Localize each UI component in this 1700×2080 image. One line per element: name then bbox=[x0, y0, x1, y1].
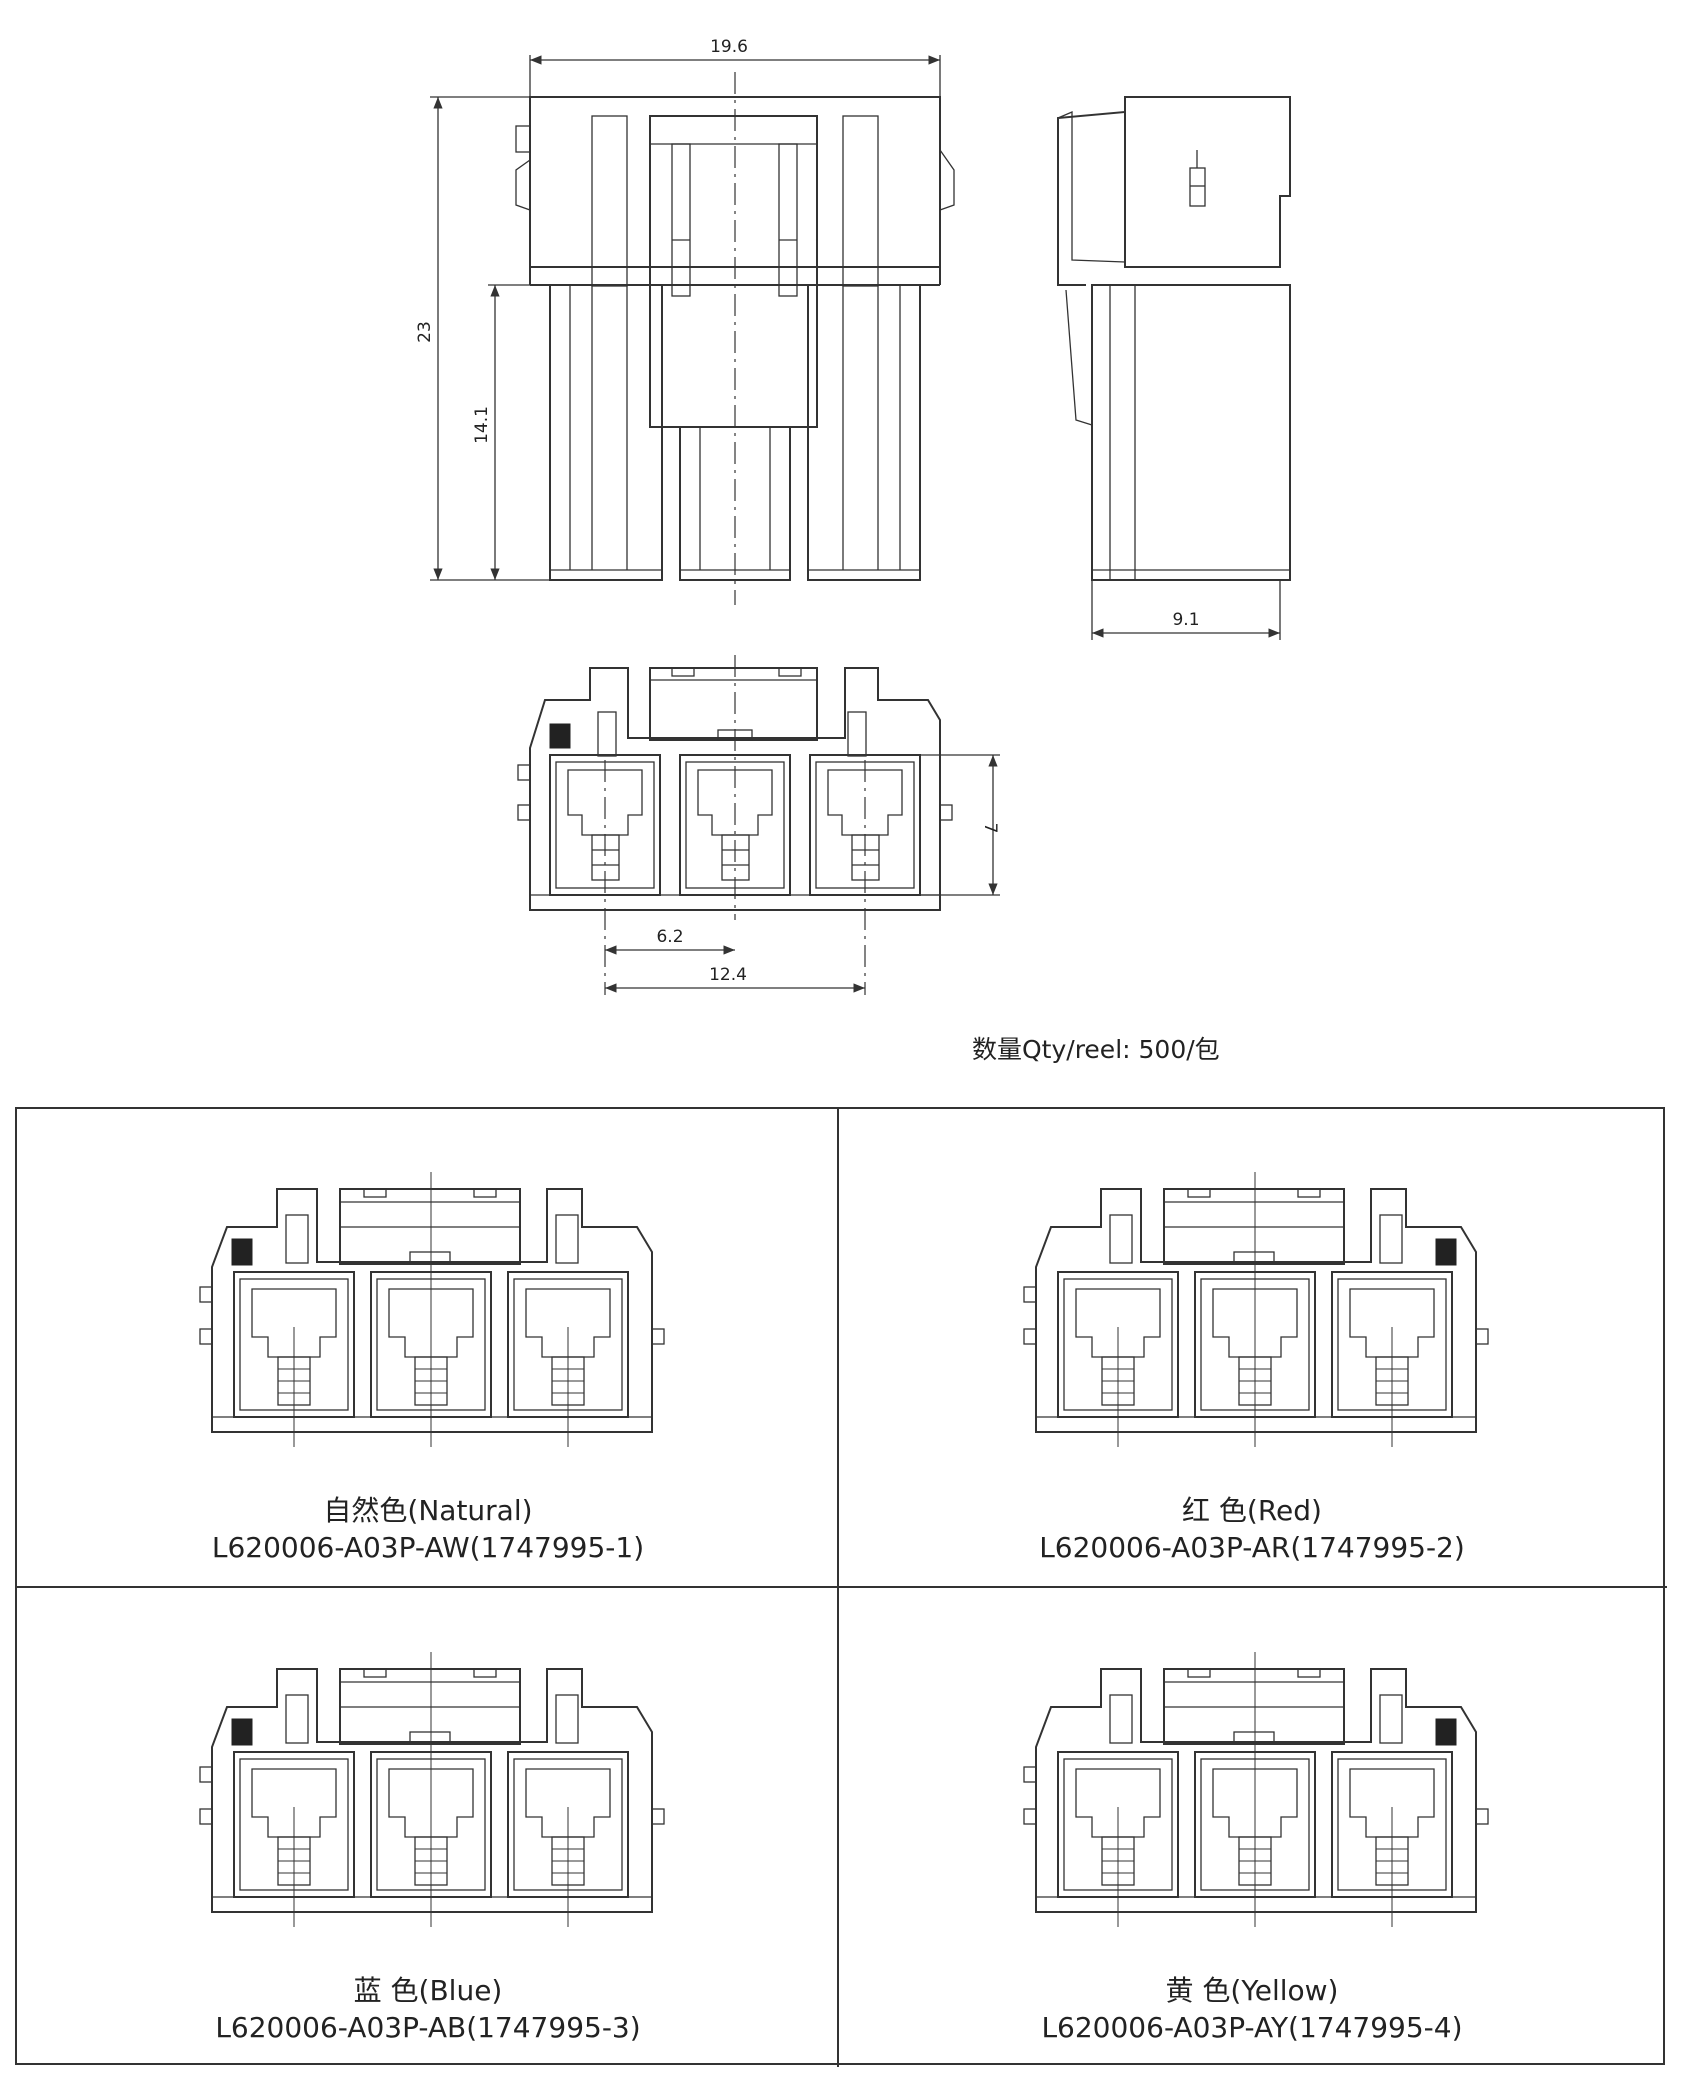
terminal-slot bbox=[1075, 1768, 1161, 1838]
side-bump bbox=[1475, 1328, 1489, 1345]
side-bump bbox=[1023, 1766, 1037, 1783]
latch-notch bbox=[409, 1731, 451, 1743]
side-bump bbox=[651, 1328, 665, 1345]
post bbox=[1379, 1214, 1403, 1264]
post bbox=[1109, 1694, 1133, 1744]
side-bump bbox=[199, 1808, 213, 1825]
housing-outline bbox=[211, 1188, 653, 1433]
terminal-slot bbox=[1349, 1288, 1435, 1358]
technical-drawing: 19.6 23 14.1 9.1 bbox=[415, 37, 1291, 995]
polarity-mark bbox=[231, 1718, 253, 1746]
side-bump bbox=[199, 1286, 213, 1303]
face-view: 7 6.2 12.4 bbox=[517, 655, 1000, 995]
latch-tab bbox=[1187, 1188, 1211, 1198]
latch-notch bbox=[1233, 1251, 1275, 1263]
terminal-slot bbox=[525, 1768, 611, 1838]
latch-tab bbox=[1187, 1668, 1211, 1678]
dim-width-top: 19.6 bbox=[710, 37, 748, 57]
side-bump bbox=[651, 1808, 665, 1825]
variant-cell: 红 色(Red) L620006-A03P-AR(1747995-2) bbox=[841, 1109, 1663, 1585]
terminal-slot bbox=[1212, 1768, 1298, 1838]
latch-tab bbox=[363, 1188, 387, 1198]
side-bump bbox=[1023, 1808, 1037, 1825]
terminal-slot bbox=[1212, 1288, 1298, 1358]
color-label: 蓝 色(Blue) bbox=[353, 1974, 503, 2007]
post bbox=[555, 1214, 579, 1264]
post bbox=[1379, 1694, 1403, 1744]
terminal-slot bbox=[251, 1288, 337, 1358]
dim-height-lower: 14.1 bbox=[472, 406, 492, 444]
latch-tab bbox=[1297, 1188, 1321, 1198]
part-number: L620006-A03P-AW(1747995-1) bbox=[211, 1531, 645, 1564]
connector-face-drawing bbox=[1023, 1172, 1489, 1447]
side-bump bbox=[199, 1766, 213, 1783]
latch-tab bbox=[473, 1668, 497, 1678]
terminal-slot bbox=[251, 1768, 337, 1838]
latch-notch bbox=[1233, 1731, 1275, 1743]
housing-outline bbox=[211, 1668, 653, 1913]
side-bump bbox=[1023, 1286, 1037, 1303]
front-view: 19.6 23 14.1 bbox=[415, 37, 955, 605]
terminal-slot bbox=[525, 1288, 611, 1358]
latch-tab bbox=[1297, 1668, 1321, 1678]
variant-cell: 黄 色(Yellow) L620006-A03P-AY(1747995-4) bbox=[841, 1589, 1663, 2065]
part-number: L620006-A03P-AB(1747995-3) bbox=[215, 2011, 641, 2044]
post bbox=[285, 1694, 309, 1744]
polarity-mark bbox=[1435, 1718, 1457, 1746]
qty-per-reel: 数量Qty/reel: 500/包 bbox=[972, 1035, 1220, 1064]
polarity-mark bbox=[1435, 1238, 1457, 1266]
latch-notch bbox=[409, 1251, 451, 1263]
dim-height-total: 23 bbox=[415, 321, 435, 343]
color-label: 黄 色(Yellow) bbox=[1165, 1974, 1339, 2007]
post bbox=[555, 1694, 579, 1744]
connector-face-drawing bbox=[199, 1652, 665, 1927]
latch-tab bbox=[363, 1668, 387, 1678]
side-bump bbox=[199, 1328, 213, 1345]
latch-tab bbox=[473, 1188, 497, 1198]
part-number: L620006-A03P-AY(1747995-4) bbox=[1041, 2011, 1463, 2044]
post bbox=[1109, 1214, 1133, 1264]
polarity-mark bbox=[231, 1238, 253, 1266]
post bbox=[285, 1214, 309, 1264]
color-label: 红 色(Red) bbox=[1182, 1494, 1322, 1527]
side-bump bbox=[1023, 1328, 1037, 1345]
connector-face-drawing bbox=[199, 1172, 665, 1447]
terminal-slot bbox=[388, 1768, 474, 1838]
color-label: 自然色(Natural) bbox=[323, 1494, 533, 1527]
terminal-slot bbox=[1075, 1288, 1161, 1358]
variant-grid: 自然色(Natural) L620006-A03P-AW(1747995-1) … bbox=[15, 1107, 1667, 2067]
grid-lines bbox=[17, 1109, 1667, 2067]
terminal-slot bbox=[1349, 1768, 1435, 1838]
part-number: L620006-A03P-AR(1747995-2) bbox=[1039, 1531, 1465, 1564]
dim-face-height: 7 bbox=[980, 823, 1000, 834]
side-bump bbox=[1475, 1808, 1489, 1825]
terminal-slot bbox=[388, 1288, 474, 1358]
housing-outline bbox=[1035, 1668, 1477, 1913]
dim-depth-side: 9.1 bbox=[1172, 610, 1199, 630]
variant-cell: 自然色(Natural) L620006-A03P-AW(1747995-1) bbox=[17, 1109, 839, 1585]
variant-cell: 蓝 色(Blue) L620006-A03P-AB(1747995-3) bbox=[17, 1589, 839, 2065]
dim-span: 12.4 bbox=[709, 965, 747, 985]
dim-pitch: 6.2 bbox=[656, 927, 683, 947]
housing-outline bbox=[1035, 1188, 1477, 1433]
side-view: 9.1 bbox=[1057, 96, 1291, 640]
connector-face-drawing bbox=[1023, 1652, 1489, 1927]
